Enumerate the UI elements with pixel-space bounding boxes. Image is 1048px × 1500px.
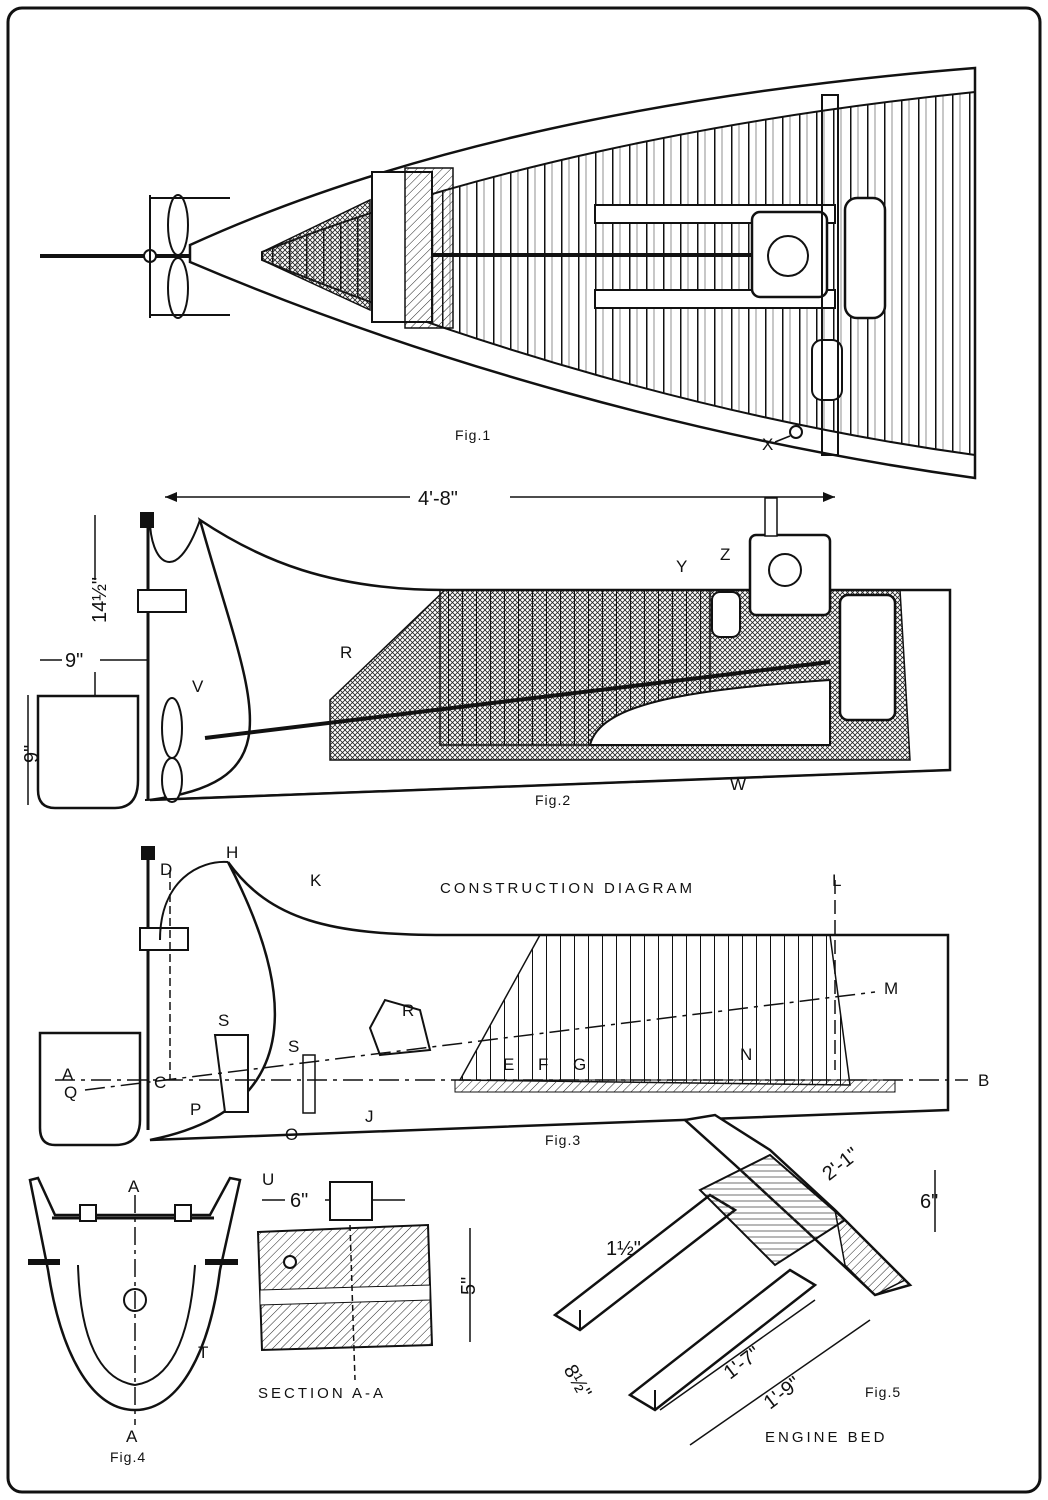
fig3-label-m: M xyxy=(884,979,898,998)
section-dim-height: 5" xyxy=(458,1277,480,1295)
fig1-caption: Fig.1 xyxy=(455,427,491,443)
fig3-label-o: O xyxy=(285,1125,298,1144)
fig2-side-section: 4'-8" 14½" 9" 9" R V W Y Z Fig.2 xyxy=(21,484,952,810)
fig4-label-t: T xyxy=(198,1343,208,1362)
fig1-label-x: X xyxy=(762,435,773,454)
fig3-label-s2: S xyxy=(288,1037,299,1056)
fig3-label-p: P xyxy=(190,1100,201,1119)
fig2-caption: Fig.2 xyxy=(535,792,571,808)
fig2-propeller-icon xyxy=(161,697,183,759)
fig3-label-k: K xyxy=(310,871,322,890)
fig5-dim-outer: 1'-9" xyxy=(760,1372,805,1414)
fig5-dim-width: 8½" xyxy=(559,1361,596,1402)
section-a-a: 6" 5" SECTION A-A xyxy=(256,1181,480,1402)
fig5-dim-height: 6" xyxy=(920,1191,938,1213)
fig5-dim-total: 2'-1" xyxy=(818,1144,863,1186)
fig3-label-l: L xyxy=(832,871,841,890)
section-dim-width: 6" xyxy=(290,1190,308,1212)
fig3-label-g: G xyxy=(573,1055,586,1074)
flywheel xyxy=(843,196,887,320)
fig4-label-u: U xyxy=(262,1170,274,1189)
fig3-label-j: J xyxy=(365,1107,374,1126)
propeller-icon xyxy=(167,194,189,256)
fig5-caption: Fig.5 xyxy=(865,1384,901,1400)
fig2-label-v: V xyxy=(192,677,204,696)
fig3-label-f: F xyxy=(538,1055,548,1074)
fig3-caption: Fig.3 xyxy=(545,1132,581,1148)
fig2-dim-offset: 9" xyxy=(65,650,83,672)
fig2-label-r: R xyxy=(340,643,352,662)
fig3-label-r: R xyxy=(402,1001,414,1020)
fig3-label-q: Q xyxy=(64,1083,77,1102)
engine-bed-side xyxy=(588,678,831,746)
fig2-label-z: Z xyxy=(720,545,730,564)
fig3-label-c: C xyxy=(154,1073,166,1092)
fig4-label-a-top: A xyxy=(128,1177,140,1196)
fig3-label-a: A xyxy=(62,1065,74,1084)
fig4-caption: Fig.4 xyxy=(110,1449,146,1465)
fig2-label-y: Y xyxy=(676,557,687,576)
page-border xyxy=(6,6,1042,1494)
fig3-title: CONSTRUCTION DIAGRAM xyxy=(440,880,695,897)
section-caption: SECTION A-A xyxy=(258,1385,386,1402)
fig3-label-h: H xyxy=(226,843,238,862)
fig3-label-e: E xyxy=(503,1055,514,1074)
fig2-dim-length: 4'-8" xyxy=(418,488,458,510)
fig3-label-n: N xyxy=(740,1045,752,1064)
fig3-label-d: D xyxy=(160,860,172,879)
fig5-dim-thick: 1½" xyxy=(606,1238,641,1260)
rudder-blade xyxy=(36,694,140,810)
fig3-label-b: B xyxy=(978,1071,989,1090)
fig5-subtitle: ENGINE BED xyxy=(765,1429,888,1446)
fig3-construction-diagram: CONSTRUCTION DIAGRAM A Q B C D E F G H J… xyxy=(38,843,989,1148)
fig4-label-a-bottom: A xyxy=(126,1427,138,1446)
fig2-dim-height: 14½" xyxy=(89,577,111,623)
fig1-plan-view: X Fig.1 xyxy=(40,66,977,480)
fig3-label-s1: S xyxy=(218,1011,229,1030)
fig4-stern-bracket: A A T U Fig.4 xyxy=(28,1170,274,1465)
fig5-engine-bed: 2'-1" 6" 1½" 8½" 1'-7" 1'-9" Fig.5 ENGIN… xyxy=(552,1113,938,1446)
fig2-label-w: W xyxy=(730,775,746,794)
